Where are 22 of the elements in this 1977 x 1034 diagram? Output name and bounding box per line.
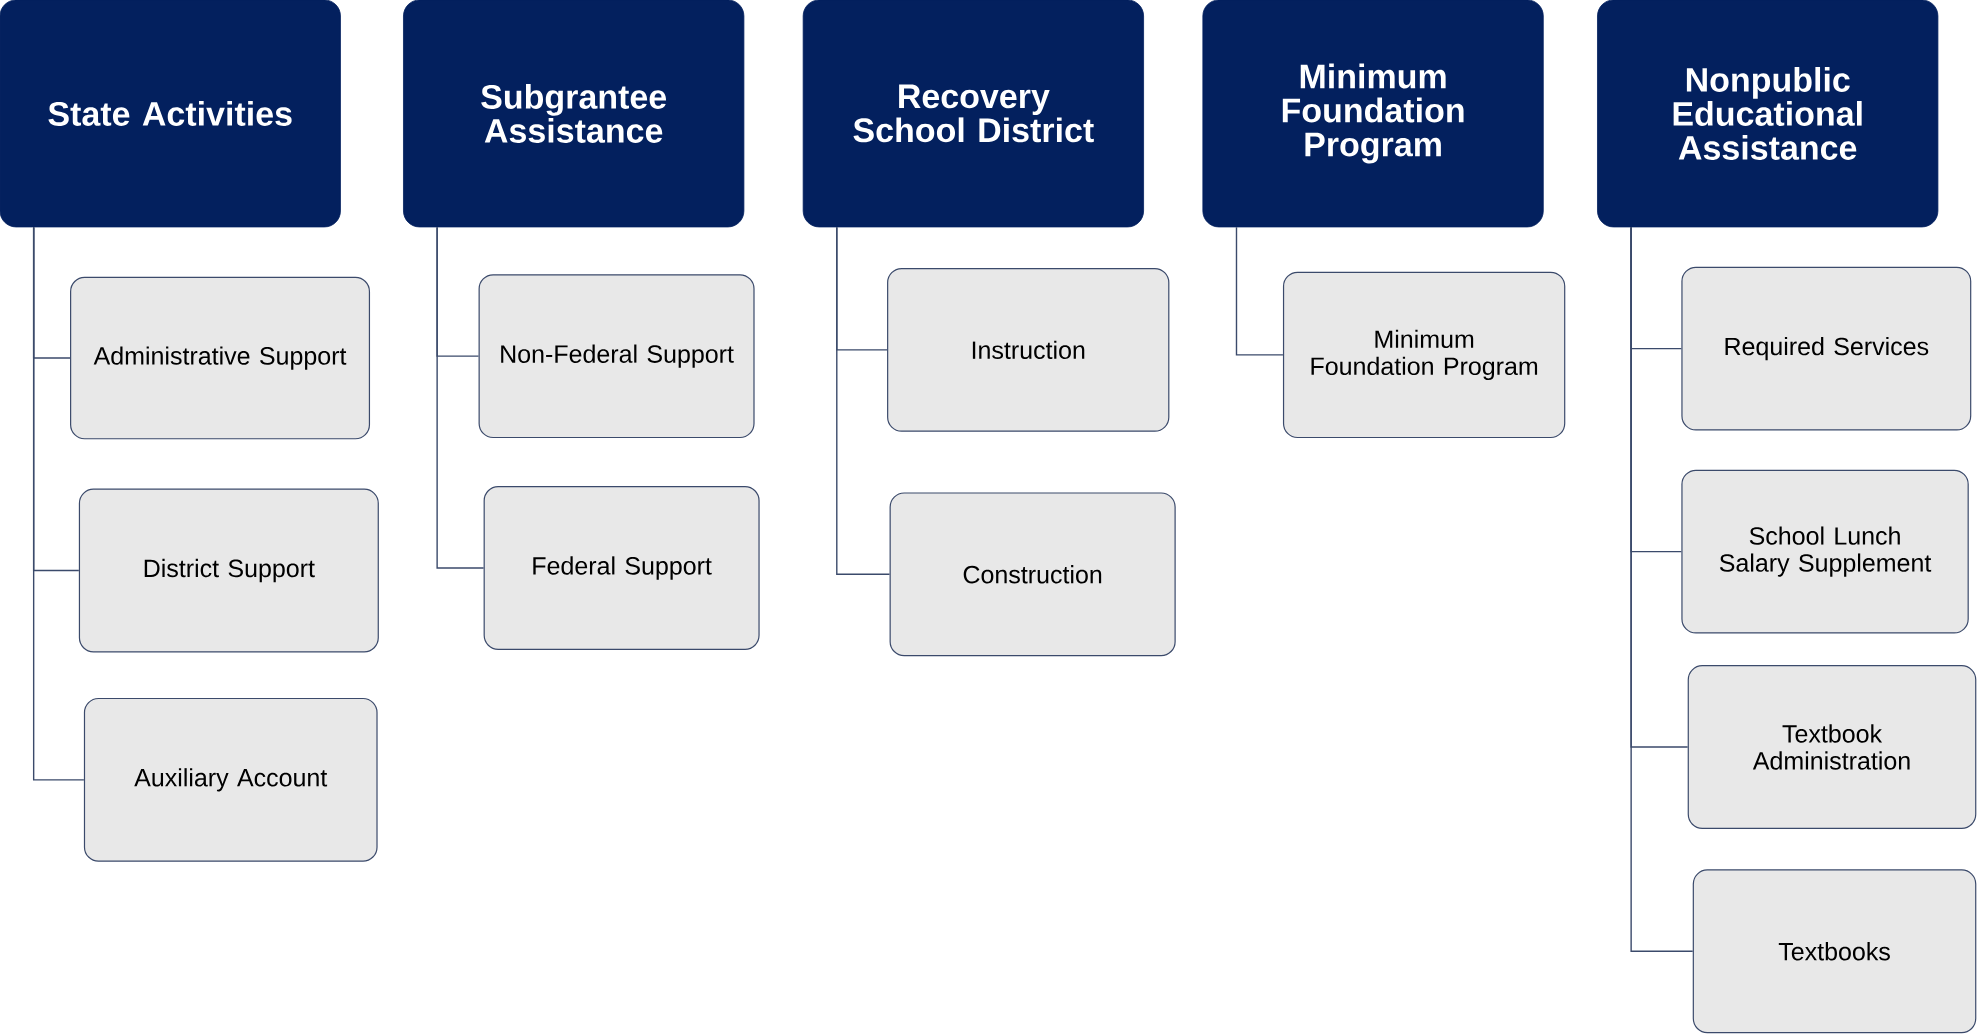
category-box: Minimum Foundation Program (1202, 0, 1544, 228)
category-box: Recovery School District (802, 0, 1144, 228)
item-box: Non-Federal Support (478, 274, 755, 439)
category-box: Subgrantee Assistance (403, 0, 745, 228)
item-box: Construction (889, 492, 1176, 657)
connector-line (1235, 226, 1284, 356)
connector-line (436, 226, 485, 569)
item-box: District Support (78, 488, 379, 653)
item-box: Auxiliary Account (83, 697, 378, 862)
item-box: Textbooks (1692, 869, 1977, 1034)
item-box: Textbook Administration (1687, 665, 1977, 829)
connector-line (836, 226, 891, 575)
item-box: Instruction (887, 267, 1170, 432)
item-box: Administrative Support (70, 276, 371, 440)
item-box: Minimum Foundation Program (1282, 271, 1566, 439)
item-box: Federal Support (483, 486, 760, 650)
connector-line (1630, 226, 1694, 952)
connector-line (32, 226, 85, 781)
category-box: State Activities (0, 0, 341, 228)
category-box: Nonpublic Educational Assistance (1597, 0, 1939, 228)
item-box: Required Services (1681, 266, 1972, 431)
item-box: School Lunch Salary Supplement (1681, 469, 1969, 634)
